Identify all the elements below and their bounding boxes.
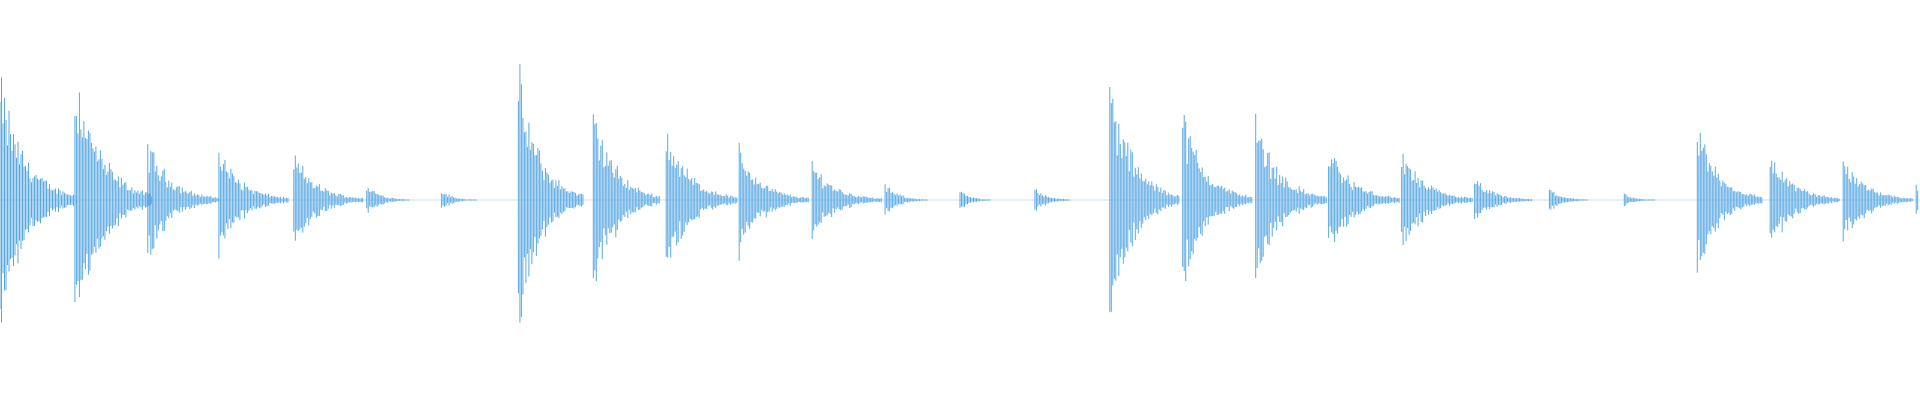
waveform-hit-7 <box>517 64 584 323</box>
waveform-hit-4 <box>293 155 364 241</box>
waveform-hit-3 <box>218 152 289 259</box>
waveform-hit-15 <box>1109 87 1180 313</box>
waveform-hit-25 <box>1842 161 1913 242</box>
waveform-hits <box>0 64 1919 323</box>
waveform-hit-17 <box>1255 113 1327 279</box>
waveform-hit-16 <box>1182 115 1253 281</box>
waveform-hit-14 <box>1034 189 1070 211</box>
waveform-hit-1 <box>74 92 152 302</box>
waveform-hit-26 <box>1915 184 1919 214</box>
waveform-hit-20 <box>1474 181 1533 219</box>
waveform-hit-24 <box>1769 160 1840 238</box>
waveform-hit-2 <box>147 144 219 255</box>
waveform-hit-11 <box>811 161 882 239</box>
waveform-hit-5 <box>366 188 410 213</box>
waveform-hit-22 <box>1623 193 1655 207</box>
waveform-hit-23 <box>1696 132 1763 273</box>
waveform-hit-13 <box>959 191 991 208</box>
waveform-hit-10 <box>738 143 809 261</box>
waveform-hit-6 <box>441 193 477 208</box>
waveform-hit-12 <box>884 184 928 215</box>
waveform-hit-19 <box>1401 153 1473 245</box>
waveform-hit-9 <box>665 134 738 258</box>
waveform-hit-0 <box>0 77 77 323</box>
waveform-hit-18 <box>1328 158 1400 243</box>
waveform-hit-8 <box>592 114 660 282</box>
waveform-hit-21 <box>1548 189 1588 210</box>
